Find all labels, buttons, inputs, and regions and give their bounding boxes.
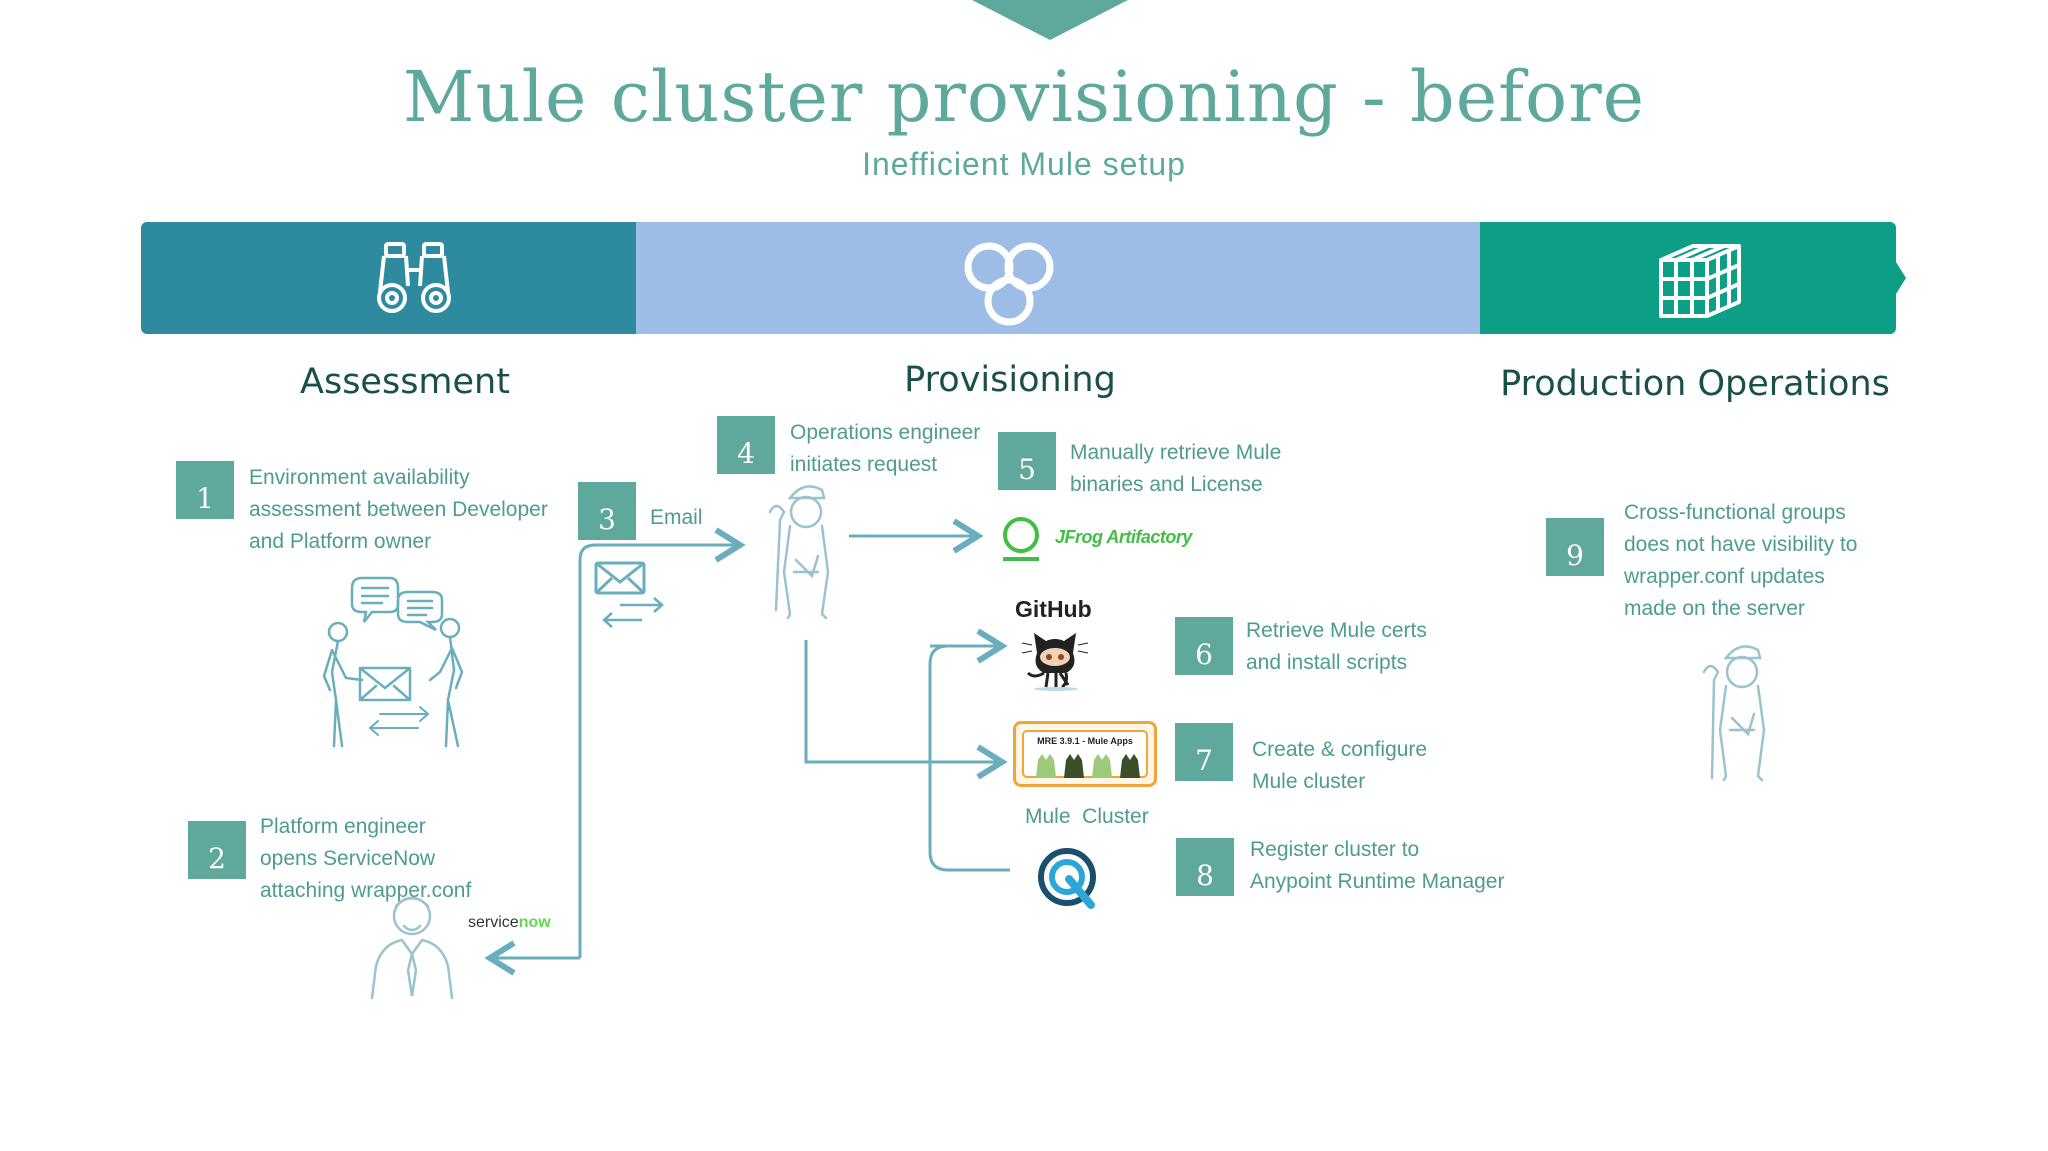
platform-engineer-illustration: [370, 896, 454, 1000]
step-number-2: 2: [188, 821, 246, 879]
step-text-3: Email: [650, 506, 703, 529]
arrow-to-mule-cluster: [804, 640, 1008, 780]
step-number-6: 6: [1175, 617, 1233, 675]
step-number-4: 4: [717, 416, 775, 474]
mule-cluster-card-label: MRE 3.9.1 - Mule Apps: [1037, 736, 1133, 746]
arrow-to-operations-engineer: [578, 527, 746, 958]
circles-icon: [964, 242, 1054, 326]
octocat-icon: [1021, 633, 1089, 691]
top-notch-shape: [972, 0, 1128, 40]
step-number-1: 1: [176, 461, 234, 519]
step-number-7: 7: [1175, 723, 1233, 781]
step-text-1: Environment availability assessment betw…: [249, 466, 548, 553]
assessment-people-illustration: [322, 576, 464, 748]
step-text-4: Operations engineer initiates request: [790, 421, 981, 476]
servicenow-logo-suffix: now: [518, 914, 551, 931]
cube-grid-icon: [1659, 244, 1741, 318]
mule-cluster-caption: Mule Cluster: [1025, 805, 1149, 828]
step-number-8: 8: [1176, 838, 1234, 896]
step-text-5: Manually retrieve Mule binaries and Lice…: [1070, 441, 1282, 496]
step-text-6: Retrieve Mule certs and install scripts: [1246, 619, 1427, 674]
step-text-2: Platform engineer opens ServiceNow attac…: [260, 815, 472, 902]
mule-cluster-card: MRE 3.9.1 - Mule Apps: [1013, 721, 1157, 787]
servicenow-logo-prefix: service: [468, 914, 519, 931]
band-notch: [1896, 262, 1906, 294]
step-text-8: Register cluster to Anypoint Runtime Man…: [1250, 838, 1505, 893]
jfrog-icon: [1003, 517, 1039, 561]
jfrog-logo-text: JFrog Artifactory: [1055, 527, 1192, 547]
step-number-5: 5: [998, 432, 1056, 490]
phase-label-provisioning: Provisioning: [904, 360, 1116, 400]
page-title: Mule cluster provisioning - before: [402, 56, 1646, 138]
step-text-7: Create & configure Mule cluster: [1252, 738, 1428, 793]
production-engineer-illustration: [1702, 645, 1766, 782]
github-logo-text: GitHub: [1015, 596, 1092, 622]
phase-label-assessment: Assessment: [300, 362, 510, 402]
mule-nodes-icon: [1036, 754, 1140, 778]
phase-label-production: Production Operations: [1500, 364, 1890, 404]
page-subtitle: Inefficient Mule setup: [862, 146, 1186, 182]
binoculars-icon: [377, 242, 451, 313]
operations-engineer-illustration: [768, 485, 830, 620]
runtime-manager-icon: [1038, 848, 1096, 909]
phase-band-provisioning: [636, 222, 1481, 334]
step-text-9: Cross-functional groups does not have vi…: [1624, 501, 1858, 620]
email-icon: [594, 561, 664, 628]
arrow-branch: [928, 644, 1010, 872]
mule-cluster-card-inner: MRE 3.9.1 - Mule Apps: [1022, 730, 1148, 778]
servicenow-logo: servicenow: [468, 914, 551, 932]
step-number-3: 3: [578, 482, 636, 540]
phase-band-assessment: [141, 222, 637, 334]
step-number-9: 9: [1546, 518, 1604, 576]
